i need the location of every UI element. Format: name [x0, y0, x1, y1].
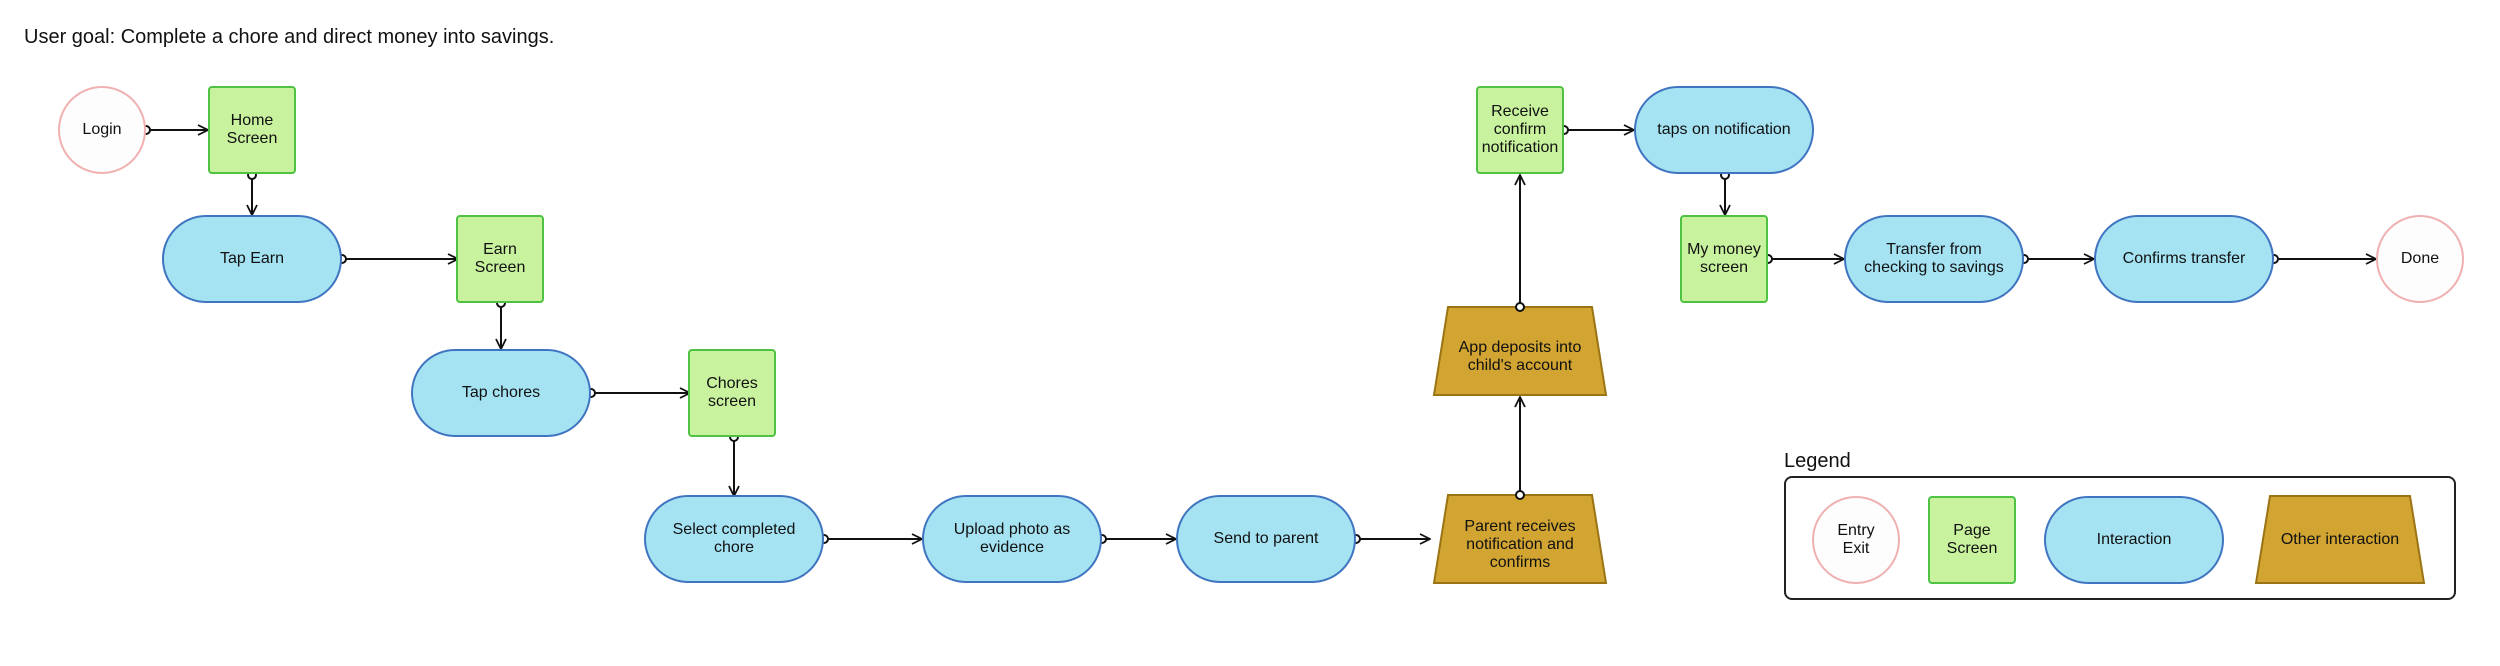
- node-parent-receives[interactable]: Parent receives notification and confirm…: [1434, 495, 1606, 583]
- node-select-completed-chore[interactable]: Select completed chore: [644, 495, 824, 583]
- user-goal-text: User goal: Complete a chore and direct m…: [24, 26, 555, 48]
- node-parent-receives-label: Parent receives notification and confirm…: [1464, 518, 1576, 571]
- shape-legend-other: [2254, 495, 2426, 584]
- legend-page-screen: Page Screen: [1928, 496, 2016, 584]
- node-app-deposits[interactable]: App deposits into child's account: [1434, 307, 1606, 395]
- node-login[interactable]: Login: [58, 86, 146, 174]
- node-transfer-checking-savings[interactable]: Transfer from checking to savings: [1844, 215, 2024, 303]
- legend-other-interaction: Other interaction: [2280, 531, 2400, 548]
- node-send-to-parent[interactable]: Send to parent: [1176, 495, 1356, 583]
- node-tap-earn[interactable]: Tap Earn: [162, 215, 342, 303]
- node-upload-photo[interactable]: Upload photo as evidence: [922, 495, 1102, 583]
- node-done[interactable]: Done: [2376, 215, 2464, 303]
- node-app-deposits-label: App deposits into child's account: [1458, 339, 1582, 374]
- legend-box: [1784, 476, 2456, 600]
- node-earn-screen[interactable]: Earn Screen: [456, 215, 544, 303]
- node-home-screen[interactable]: Home Screen: [208, 86, 296, 174]
- legend-interaction: Interaction: [2044, 496, 2224, 584]
- node-confirms-transfer[interactable]: Confirms transfer: [2094, 215, 2274, 303]
- node-taps-on-notification[interactable]: taps on notification: [1634, 86, 1814, 174]
- node-tap-chores[interactable]: Tap chores: [411, 349, 591, 437]
- legend-title: Legend: [1784, 450, 1851, 472]
- node-my-money-screen[interactable]: My money screen: [1680, 215, 1768, 303]
- shape-app-deposits: [1432, 306, 1608, 396]
- legend-entry-exit: Entry Exit: [1812, 496, 1900, 584]
- node-chores-screen[interactable]: Chores screen: [688, 349, 776, 437]
- node-receive-confirm-notification[interactable]: Receive confirm notification: [1476, 86, 1564, 174]
- shape-parent-receives: [1432, 494, 1608, 584]
